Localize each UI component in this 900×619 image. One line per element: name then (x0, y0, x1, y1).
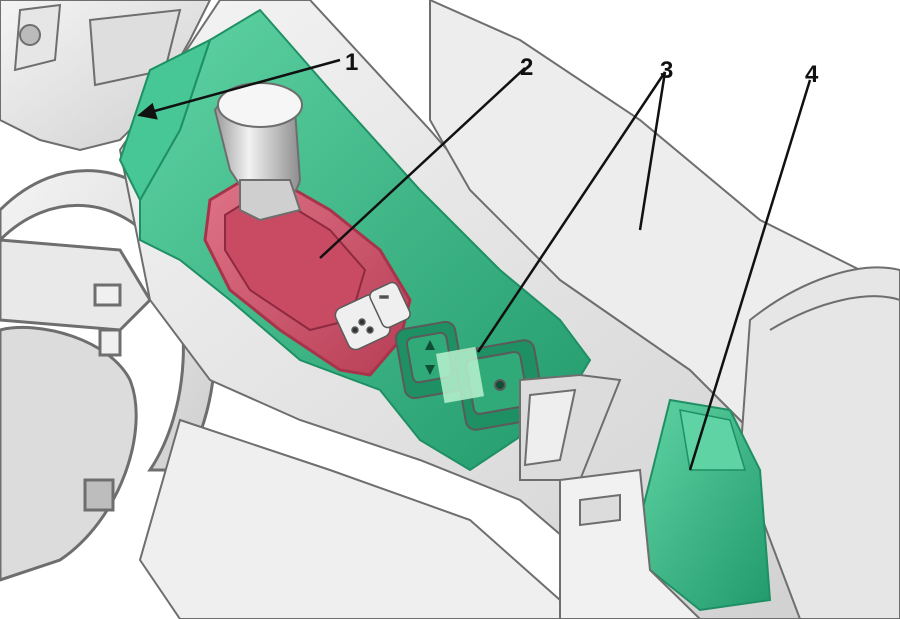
storage-bin (638, 398, 772, 612)
gear-mode-buttons (334, 281, 411, 351)
armrest (738, 266, 900, 619)
dashboard (0, 0, 212, 152)
small-tray (519, 373, 622, 481)
leader-line-2 (319, 67, 526, 259)
leader-line-1 (139, 58, 341, 117)
leader-lines (137, 58, 812, 471)
leader-line-3a (476, 71, 667, 353)
callout-2: 2 (520, 54, 533, 81)
lower-console (559, 468, 702, 619)
leader-line-3b (638, 71, 667, 231)
gear-knob (213, 82, 303, 222)
callout-3: 3 (660, 57, 673, 84)
callout-4: 4 (805, 61, 819, 88)
callout-1: 1 (345, 49, 358, 76)
leader-line-4 (688, 79, 812, 471)
